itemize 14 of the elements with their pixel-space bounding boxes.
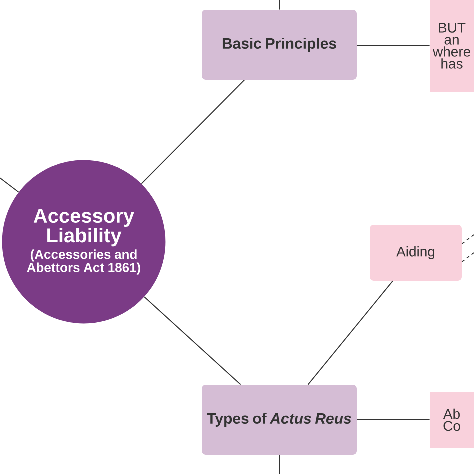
concept-box: Basic Principles bbox=[202, 10, 357, 80]
connector-line bbox=[144, 296, 242, 386]
dashed-connector bbox=[462, 252, 474, 262]
connector-line bbox=[0, 178, 20, 193]
dashed-connector bbox=[462, 234, 474, 244]
note-box: BUT an where has bbox=[430, 0, 474, 92]
connector-line bbox=[279, 0, 280, 10]
connector-line bbox=[279, 454, 280, 474]
concept-box: Types of Actus Reus bbox=[202, 385, 357, 455]
note-box: Ab Co bbox=[430, 392, 474, 448]
connector-line bbox=[141, 80, 246, 184]
connector-line bbox=[356, 44, 430, 46]
connector-line bbox=[308, 280, 394, 386]
concept-box: Aiding bbox=[370, 225, 462, 281]
